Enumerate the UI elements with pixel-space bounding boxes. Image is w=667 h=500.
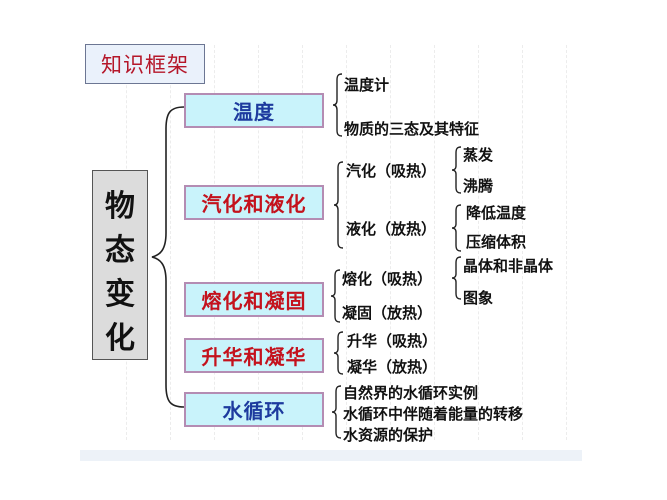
leaf-boiling: 沸腾 [463, 177, 494, 195]
leaf-water-protection: 水资源的保护 [343, 426, 434, 444]
grid-line [214, 45, 215, 440]
brace-vaporization [333, 161, 344, 249]
grid-line [522, 45, 523, 440]
leaf-natural-water-cycle: 自然界的水循环实例 [343, 384, 479, 402]
grid-line [566, 45, 567, 440]
leaf-crystal-amorphous: 晶体和非晶体 [463, 257, 554, 275]
brace-temperature [332, 73, 343, 137]
grid-line [434, 45, 435, 440]
grid-line [346, 45, 347, 440]
leaf-energy-transfer: 水循环中伴随着能量的转移 [343, 405, 524, 423]
root-char: 化 [105, 321, 135, 356]
brace-melting-sub [451, 256, 462, 300]
node-liquefaction: 液化（放热） [346, 220, 437, 238]
leaf-compress-volume: 压缩体积 [466, 233, 527, 251]
node-solidification: 凝固（放热） [342, 304, 433, 322]
node-melting: 熔化（吸热） [342, 270, 433, 288]
leaf-graph: 图象 [463, 289, 494, 307]
root-char: 态 [105, 233, 135, 268]
brace-water-cycle [331, 385, 342, 439]
main-brace [151, 106, 185, 408]
topic-melting-solidification: 熔化和凝固 [184, 282, 324, 317]
topic-water-cycle: 水循环 [184, 392, 324, 427]
grid-line [478, 45, 479, 440]
grid-line [258, 45, 259, 440]
grid-line [170, 45, 171, 440]
topic-vaporization-liquefaction: 汽化和液化 [184, 185, 324, 220]
grid-line [302, 45, 303, 440]
root-char: 变 [105, 277, 135, 312]
leaf-sublimation: 升华（吸热） [347, 332, 438, 350]
brace-melting [330, 269, 341, 323]
leaf-deposition: 凝华（放热） [347, 358, 438, 376]
root-char: 物 [105, 189, 135, 224]
brace-liquefaction-sub [451, 204, 462, 252]
leaf-thermometer: 温度计 [344, 76, 390, 94]
root-node: 物 态 变 化 [92, 170, 148, 360]
node-vaporization: 汽化（吸热） [346, 162, 437, 180]
leaf-lower-temperature: 降低温度 [466, 204, 527, 222]
footer-bar [80, 450, 582, 461]
brace-sublimation [333, 331, 344, 375]
brace-vaporization-sub [451, 146, 462, 194]
grid-line [390, 45, 391, 440]
page-title: 知识框架 [85, 44, 205, 84]
leaf-evaporation: 蒸发 [463, 146, 494, 164]
topic-temperature: 温度 [184, 93, 324, 128]
leaf-three-states: 物质的三态及其特征 [344, 120, 480, 138]
topic-sublimation-deposition: 升华和凝华 [184, 338, 324, 373]
